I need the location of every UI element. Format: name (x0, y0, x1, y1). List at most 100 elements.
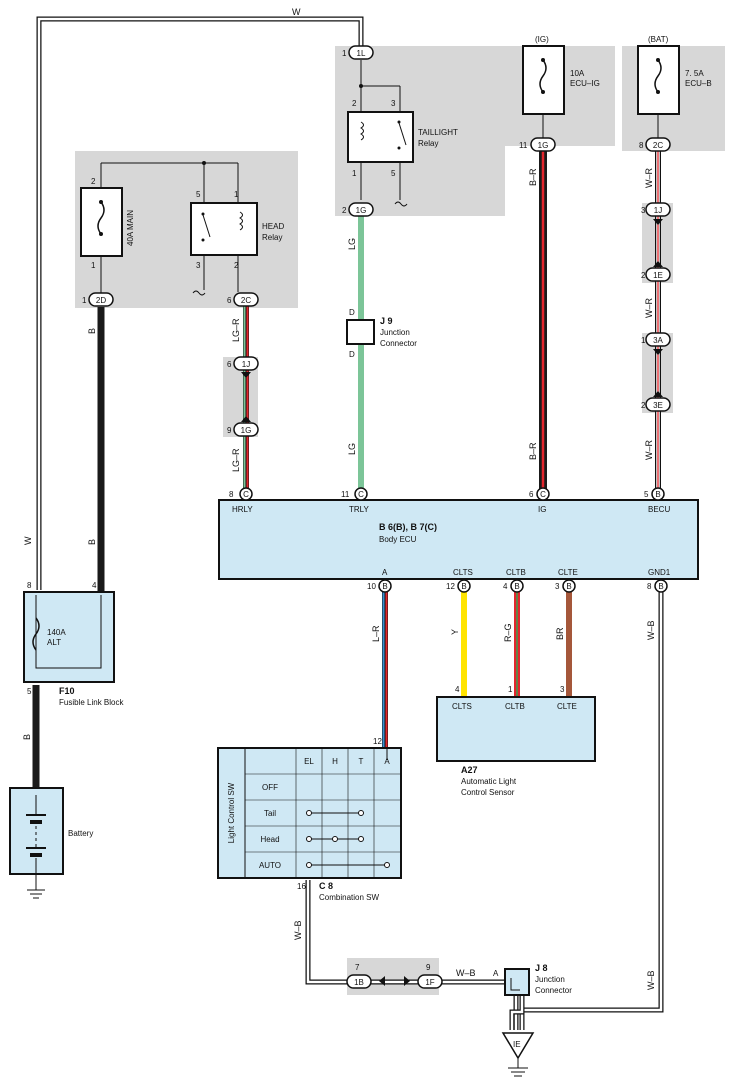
pin-number: 12 (373, 737, 382, 746)
pin-number: 3 (391, 99, 396, 108)
sensor-pin-clte: CLTE (557, 702, 577, 711)
alt-fuse-rating: 140A (47, 628, 66, 637)
fuse-ig-rating: 10A (570, 69, 585, 78)
pin-number: 2 (91, 177, 96, 186)
ecu-pin-hrly: HRLY (232, 505, 253, 514)
pin-number: 8 (229, 490, 234, 499)
pin-number: 1 (508, 685, 513, 694)
wire-label: Y (450, 629, 460, 635)
pin-number: 3 (196, 261, 201, 270)
ground-label: IE (513, 1040, 521, 1049)
wire-label: BR (555, 627, 565, 640)
ig-label: (IG) (535, 35, 549, 44)
fuse-bat-rating: 7. 5A (685, 69, 704, 78)
pin-letter: B (382, 582, 387, 591)
pin-letter: C (243, 490, 249, 499)
pin-number: 11 (341, 490, 350, 499)
pin-number: 4 (455, 685, 460, 694)
fusible-link-block (23, 591, 115, 683)
taillight-relay (347, 60, 414, 207)
pin-letter: B (566, 582, 571, 591)
j9-junction (346, 319, 375, 345)
connector-code: 1E (653, 271, 663, 280)
wire-label: W–B (456, 968, 476, 978)
wire-lg-r (243, 306, 249, 490)
wire-label: LG–R (231, 448, 241, 472)
pin-number: 11 (519, 141, 528, 150)
switch-row-auto: AUTO (259, 861, 281, 870)
pin-number: D (349, 350, 355, 359)
wire-label: L–R (371, 625, 381, 642)
pin-number: 5 (27, 687, 32, 696)
wire-label: W–R (644, 168, 654, 189)
wire-label: B (22, 734, 32, 740)
switch-row-off: OFF (262, 783, 278, 792)
pin-number: 16 (297, 882, 306, 891)
ecu-pin-clts: CLTS (453, 568, 473, 577)
fuse-ig-name: ECU–IG (570, 79, 600, 88)
pin-number: 2 (342, 206, 347, 215)
ecu-pin-ig: IG (538, 505, 546, 514)
sensor-pin-cltb: CLTB (505, 702, 525, 711)
j8-code: J 8 (535, 963, 548, 973)
pin-number: 3 (555, 582, 560, 591)
connector-code: 1G (241, 426, 252, 435)
pin-number: 2 (352, 99, 357, 108)
j9-name2: Connector (380, 339, 417, 348)
j8-name: Junction (535, 975, 565, 984)
pin-number: 1 (342, 49, 347, 58)
wire-label: W (23, 536, 33, 545)
switch-row-head: Head (260, 835, 279, 844)
pin-number: 2 (641, 401, 646, 410)
pin-letter: C (540, 490, 546, 499)
pin-number: 4 (92, 581, 97, 590)
wire-label: B (87, 539, 97, 545)
taillight-relay-label2: Relay (418, 139, 438, 148)
ground-ie (501, 1032, 535, 1077)
a27-name: Automatic Light (461, 777, 517, 786)
connector-code: 1G (356, 206, 367, 215)
battery-label: Battery (68, 829, 93, 838)
pin-number: 1 (352, 169, 357, 178)
pin-letter: C (358, 490, 364, 499)
pin-letter: B (655, 490, 660, 499)
pin-number: 8 (647, 582, 652, 591)
wire-label: W–R (644, 440, 654, 461)
connector-code: 1J (242, 360, 250, 369)
wire-label: R–G (503, 623, 513, 642)
connector-bubbles (88, 45, 671, 989)
connector-code: 2C (241, 296, 251, 305)
connector-code: 3A (653, 336, 663, 345)
pin-number: 1 (82, 296, 87, 305)
j8-junction (504, 968, 530, 996)
wire-label: W–B (293, 920, 303, 940)
pin-number: 5 (644, 490, 649, 499)
ecu-pin-trly: TRLY (349, 505, 370, 514)
wire-label: LG–R (231, 318, 241, 342)
pin-number: 3 (560, 685, 565, 694)
pin-number: 8 (639, 141, 644, 150)
body-ecu (218, 499, 699, 580)
sensor-pin-clts: CLTS (452, 702, 472, 711)
wire-label: W–B (646, 620, 656, 640)
ecu-pin-a: A (382, 568, 388, 577)
wire-label: W–R (644, 298, 654, 319)
pin-letter: B (658, 582, 663, 591)
connector-code: 2D (96, 296, 106, 305)
pin-number: 5 (196, 190, 201, 199)
c8-name: Combination SW (319, 893, 379, 902)
wire-label: B–R (528, 442, 538, 460)
switch-col-h: H (332, 757, 338, 766)
wire-label: LG (347, 443, 357, 455)
pin-number: 9 (227, 426, 232, 435)
switch-col-a: A (384, 757, 390, 766)
pin-number: D (349, 308, 355, 317)
j9-name: Junction (380, 328, 410, 337)
connector-code: 2C (653, 141, 663, 150)
ecu-pin-gnd1: GND1 (648, 568, 671, 577)
head-relay-label: HEAD (262, 222, 284, 231)
pin-number: 6 (227, 296, 232, 305)
ecu-pin-cltb: CLTB (506, 568, 526, 577)
pin-number: 1 (91, 261, 96, 270)
